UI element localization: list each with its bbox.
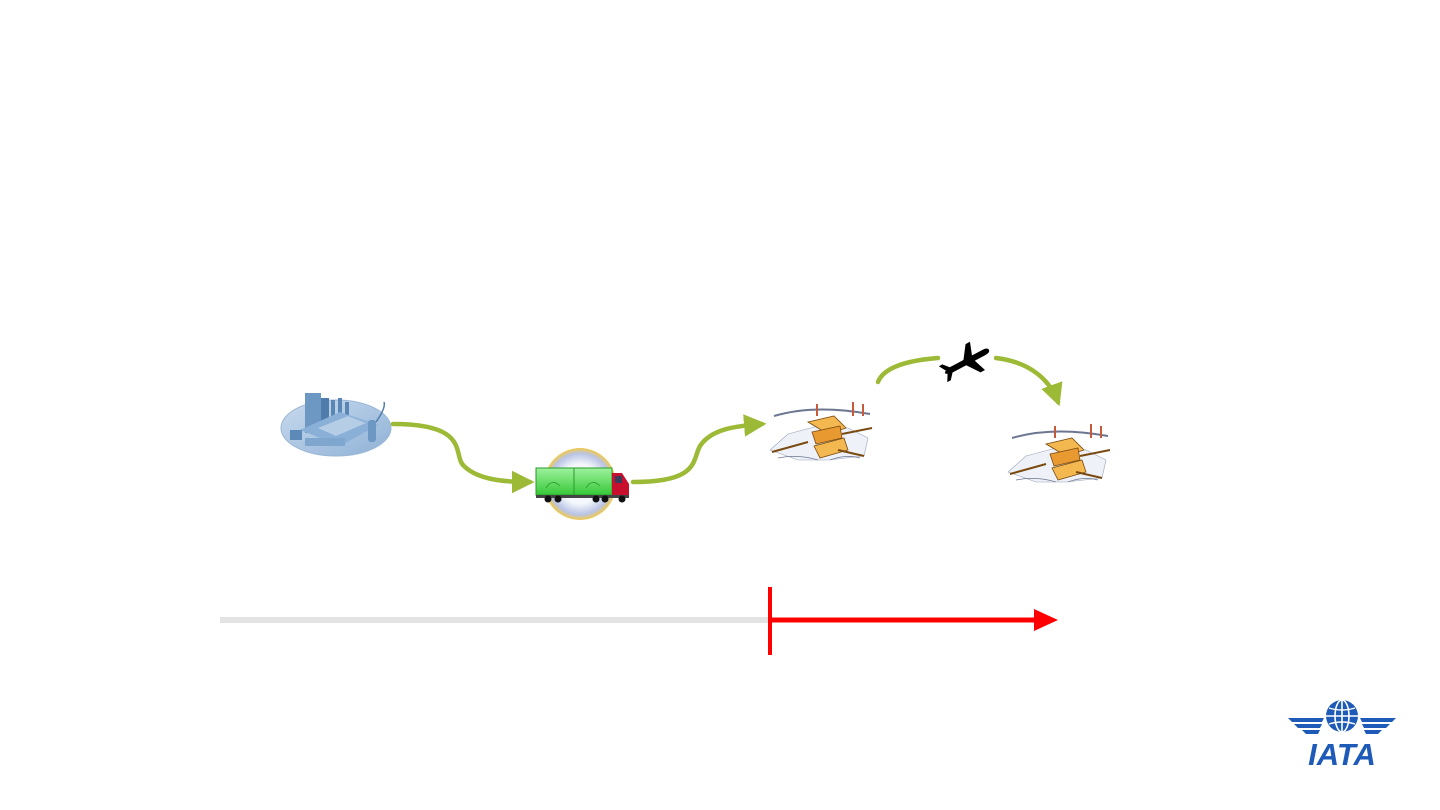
airplane-icon [935,335,997,389]
iata-logo: IATA [1288,699,1396,769]
flow-arrow-airport-to-airplane [875,355,941,385]
airport-icon [769,402,873,461]
factory-icon [280,393,392,457]
airport-icon [1007,424,1111,483]
flow-arrow-factory-to-truck [390,421,535,494]
logo-text: IATA [1308,737,1376,769]
flow-arrow-truck-to-airport [630,414,767,485]
truck-icon [535,448,629,520]
wings-icon [1288,718,1396,734]
flow-arrow-airplane-to-airport [993,355,1063,407]
globe-icon [1326,699,1358,733]
timeline-arrowhead [1034,609,1058,631]
